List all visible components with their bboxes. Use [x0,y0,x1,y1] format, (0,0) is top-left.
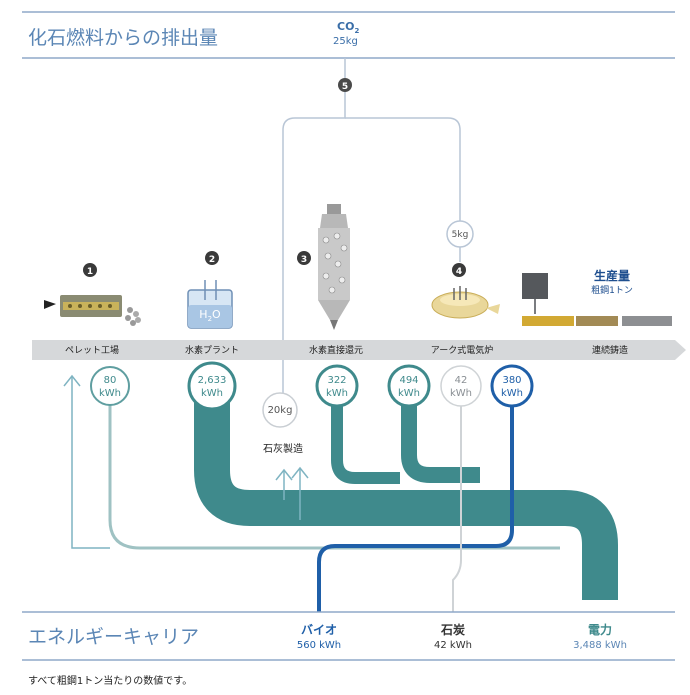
eaf-emission-bubble [446,220,474,248]
svg-text:kWh: kWh [450,388,472,399]
step-5-badge [338,78,352,92]
carrier-coal-value: 42 kWh [434,640,472,651]
step-label-eaf: アーク式電気炉 [431,344,493,356]
pellet-plant-illustration [44,295,141,326]
step-badges: 1 2 3 4 [83,251,466,277]
production-title: 生産量 [594,268,630,283]
carriers-title: エネルギーキャリア [28,626,199,648]
lime-value: 20kg [268,405,293,416]
carrier-electricity-value: 3,488 kWh [573,640,627,651]
node-eaf-electric-value: 494 [399,375,418,386]
energy-nodes [90,361,534,428]
hydrogen-plant-illustration: H2O [187,280,233,329]
node-dri-value: 322 [327,375,346,386]
svg-text:2: 2 [209,255,215,265]
step-label-pellet: ペレット工場 [65,344,119,356]
process-arrow [32,340,686,360]
co2-label: CO2 [337,20,359,35]
carrier-bio-name: バイオ [301,623,337,637]
svg-text:4: 4 [456,267,462,277]
svg-text:5: 5 [342,82,348,92]
dri-shaft-illustration [318,204,350,330]
energy-flows [63,374,618,612]
svg-text:kWh: kWh [398,388,420,399]
svg-text:kWh: kWh [501,388,523,399]
carrier-electricity-name: 電力 [588,622,612,637]
casting-illustration [522,273,672,326]
step-label-dri: 水素直接還元 [309,344,363,356]
svg-text:kWh: kWh [99,388,121,399]
svg-text:kWh: kWh [201,388,223,399]
svg-text:1: 1 [87,267,93,277]
svg-text:kWh: kWh [326,388,348,399]
emissions-title: 化石燃料からの排出量 [28,27,218,49]
svg-text:5kg: 5kg [452,230,469,240]
svg-text:3: 3 [301,255,307,265]
lime-label: 石灰製造 [263,442,303,455]
emission-lines [282,58,461,396]
step-label-hydrogen: 水素プラント [185,344,239,356]
node-bio-value: 380 [502,375,521,386]
node-pellet-value: 80 [104,375,117,386]
carrier-coal-name: 石炭 [440,622,465,637]
node-coal-value: 42 [455,375,468,386]
production-subtitle: 粗鋼1トン [591,284,633,296]
carrier-bio-value: 560 kWh [297,640,341,651]
co2-total: 25kg [333,36,358,47]
h2o-label: H2O [199,308,221,323]
eaf-illustration [431,286,500,319]
footnote: すべて粗鋼1トン当たりの数値です。 [28,674,192,687]
step-label-casting: 連続鋳造 [592,344,628,356]
node-hydrogen-value: 2,633 [198,375,227,386]
